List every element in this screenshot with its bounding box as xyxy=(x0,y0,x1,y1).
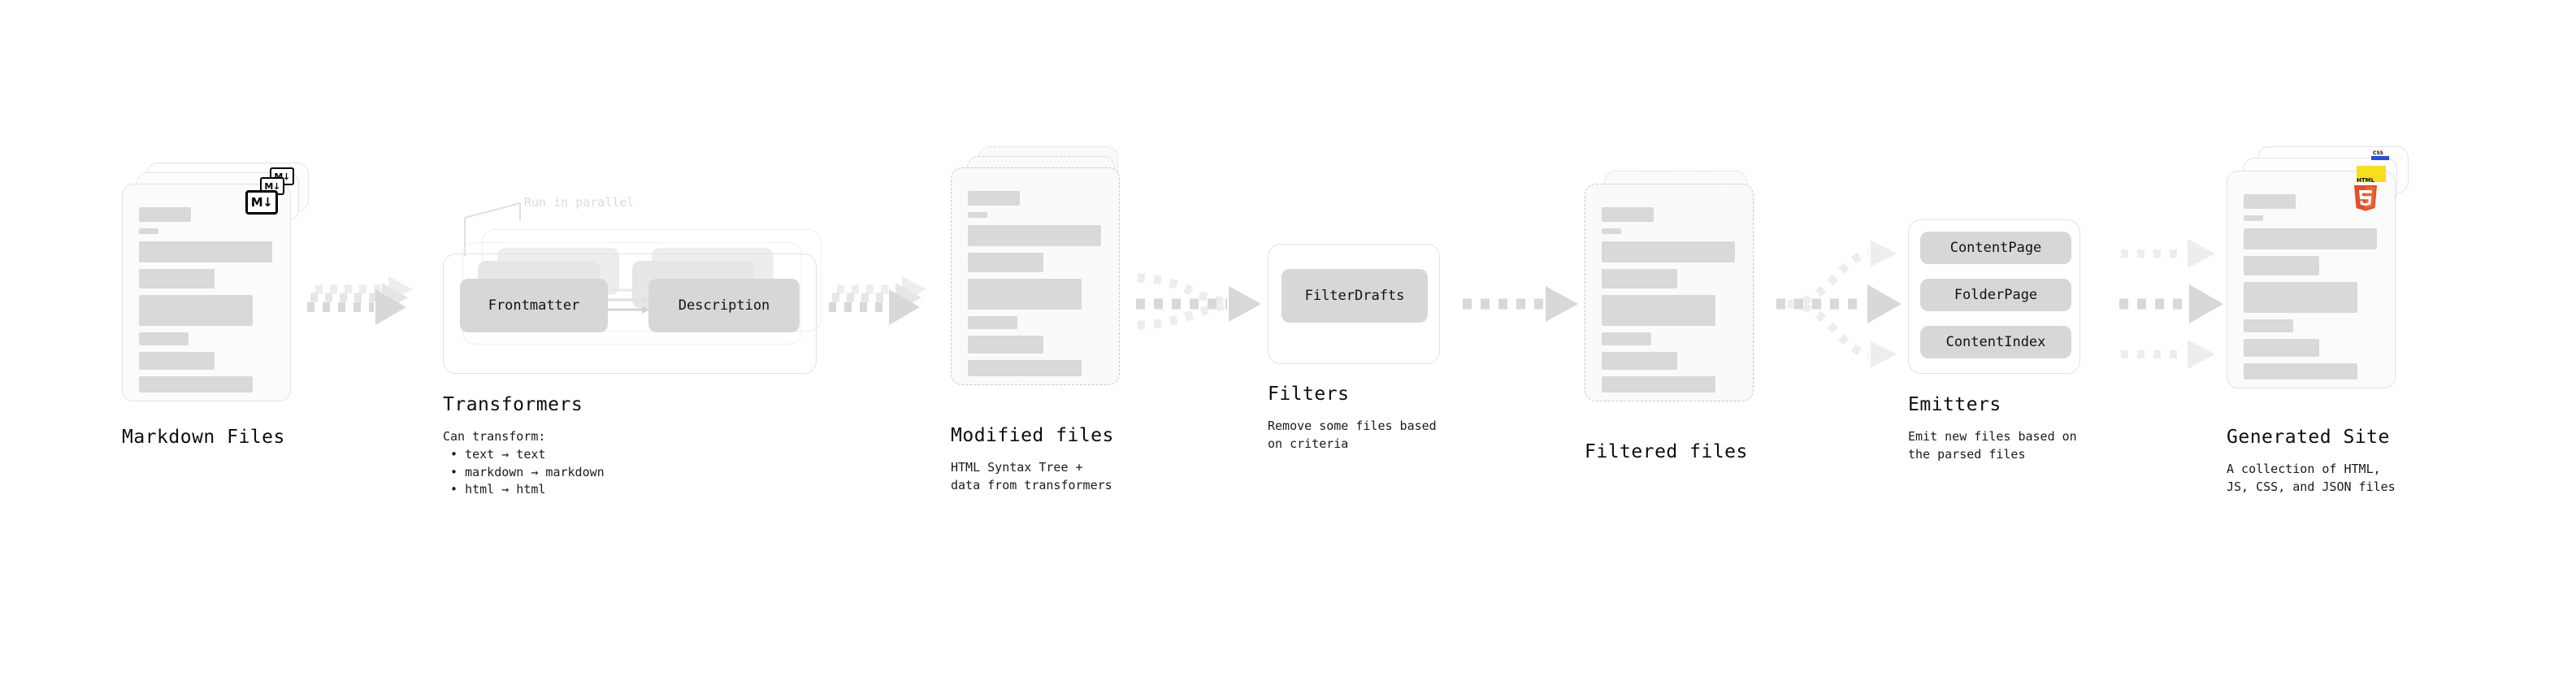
stage-title-transformers: Transformers xyxy=(443,394,583,415)
stage-title-emitters: Emitters xyxy=(1908,394,2001,415)
emitter-chip-folderpage[interactable]: FolderPage xyxy=(1920,279,2071,311)
modified-card-front xyxy=(951,167,1120,385)
stage-caption-emitters: Emit new files based on the parsed files xyxy=(1908,429,2077,462)
skeleton-bar xyxy=(2244,339,2319,357)
skeleton-bar xyxy=(139,295,253,326)
skeleton-bar xyxy=(2244,256,2319,275)
run-in-parallel-note: Run in parallel xyxy=(524,195,635,210)
svg-text:HTML: HTML xyxy=(2357,177,2375,184)
transformer-chip-description[interactable]: Description xyxy=(648,279,800,332)
filter-chip-filterdrafts[interactable]: FilterDrafts xyxy=(1281,269,1428,323)
transformer-chip-frontmatter[interactable]: Frontmatter xyxy=(460,279,608,332)
emitter-chip-contentindex[interactable]: ContentIndex xyxy=(1920,326,2071,358)
site-card-html xyxy=(2227,171,2396,388)
skeleton-bar xyxy=(139,376,253,393)
stage-caption-modified-files: HTML Syntax Tree + data from transformer… xyxy=(951,460,1112,492)
arrow-filtered-to-emitters xyxy=(1776,241,1902,367)
skeleton-bar xyxy=(2244,228,2377,249)
stage-filtered-files: Filtered files xyxy=(1585,171,1788,462)
stage-caption-filters: Remove some files based on criteria xyxy=(1268,419,1437,451)
transformer-panel-front: Frontmatter Description xyxy=(443,254,817,374)
emitter-chip-contentpage[interactable]: ContentPage xyxy=(1920,232,2071,264)
skeleton-bar xyxy=(1602,376,1715,393)
generated-site-file-stack: CSS HTML xyxy=(2227,146,2438,414)
html5-badge-icon: HTML xyxy=(2354,177,2377,211)
skeleton-bar xyxy=(2244,363,2357,380)
skeleton-bar xyxy=(968,253,1043,272)
skeleton-bar xyxy=(2244,319,2293,332)
skeleton-bar xyxy=(968,279,1082,310)
arrow-modified-to-filters xyxy=(1136,273,1261,330)
emitters-panel: ContentPage FolderPage ContentIndex xyxy=(1908,219,2080,374)
arrow-filters-to-filtered xyxy=(1463,286,1578,322)
skeleton-bar xyxy=(1602,241,1735,262)
skeleton-bar xyxy=(968,316,1017,329)
skeleton-bar xyxy=(139,241,272,262)
javascript-badge-icon xyxy=(2357,166,2386,182)
skeleton-bar xyxy=(968,212,987,218)
arrow-transformers-to-modified xyxy=(829,276,926,325)
filtered-file-stack xyxy=(1585,171,1788,423)
filtered-card-front xyxy=(1585,184,1754,401)
skeleton-bar xyxy=(1602,269,1677,288)
skeleton-bar xyxy=(1602,352,1677,370)
skeleton-bar xyxy=(139,332,189,345)
stage-markdown-files: M↓ M↓ M↓ Markdown Files xyxy=(122,163,333,448)
css3-badge-icon: CSS xyxy=(2371,150,2389,160)
skeleton-bar xyxy=(2244,194,2296,209)
markdown-badge-icon: M↓ xyxy=(245,190,278,215)
stage-generated-site: CSS HTML Generated Site A c xyxy=(2227,146,2438,494)
markdown-card-front xyxy=(122,184,291,401)
skeleton-bar xyxy=(2244,282,2357,313)
modified-file-stack xyxy=(951,146,1154,414)
skeleton-bar xyxy=(1602,332,1651,345)
stage-title-markdown-files: Markdown Files xyxy=(122,427,285,448)
skeleton-bar xyxy=(968,225,1101,246)
skeleton-bar xyxy=(968,191,1020,206)
skeleton-bar xyxy=(968,360,1082,376)
arrow-emitters-to-site xyxy=(2119,239,2223,369)
skeleton-bar xyxy=(1602,228,1621,234)
skeleton-bar xyxy=(139,207,191,222)
skeleton-bar xyxy=(139,352,215,370)
skeleton-bar xyxy=(1602,207,1654,222)
stage-caption-transformers: Can transform: • text → text • markdown … xyxy=(443,429,605,497)
skeleton-bar xyxy=(139,269,215,288)
markdown-file-stack: M↓ M↓ M↓ xyxy=(122,163,333,414)
stage-title-generated-site: Generated Site xyxy=(2227,427,2390,448)
transformer-inner-arrows xyxy=(608,286,650,314)
filters-panel: FilterDrafts xyxy=(1268,244,1440,364)
stage-title-filters: Filters xyxy=(1268,384,1350,405)
stage-modified-files: Modified files HTML Syntax Tree + data f… xyxy=(951,146,1154,492)
stage-title-modified-files: Modified files xyxy=(951,425,1114,446)
skeleton-bar xyxy=(139,228,158,234)
skeleton-bar xyxy=(2244,215,2263,221)
skeleton-bar xyxy=(1602,295,1715,326)
skeleton-bar xyxy=(968,336,1043,354)
stage-caption-generated-site: A collection of HTML, JS, CSS, and JSON … xyxy=(2227,462,2396,494)
stage-title-filtered-files: Filtered files xyxy=(1585,441,1748,462)
